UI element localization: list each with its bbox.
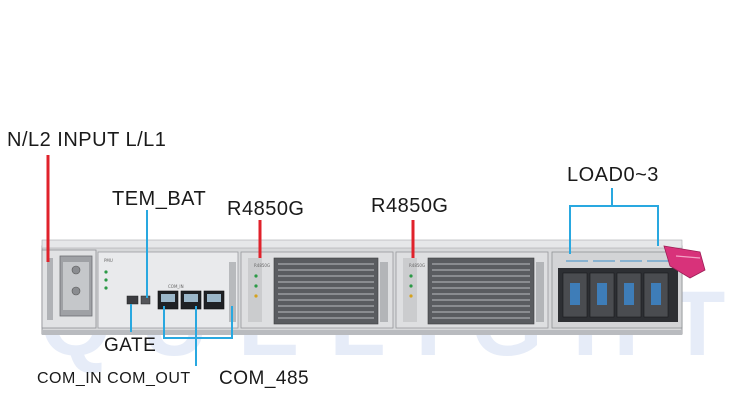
ac-input-module (41, 249, 97, 329)
rectifier-1-model-text: R4850G (254, 263, 271, 268)
com-in-port-text: COM_IN (168, 284, 184, 289)
rectifier-2-model-text: R4850G (409, 263, 426, 268)
handle (663, 245, 706, 279)
com-ports-label: COM_IN COM_OUT (37, 370, 191, 387)
load-bracket (569, 205, 659, 254)
load-label: LOAD0~3 (567, 164, 659, 186)
rectifier-2-label: R4850G (371, 195, 449, 217)
tem-bat-label: TEM_BAT (112, 188, 207, 210)
rectifier-1-label: R4850G (227, 198, 305, 220)
gate-label: GATE (104, 335, 157, 356)
rectifier-module-2 (395, 251, 549, 329)
load-breaker-module (551, 245, 706, 329)
rectifier-module-1 (240, 251, 394, 329)
monitor-module (97, 251, 239, 329)
com-bracket (163, 306, 233, 339)
monitor-model-text: PMU (104, 258, 113, 263)
input-label: N/L2 INPUT L/L1 (7, 129, 167, 151)
com-485-label: COM_485 (219, 368, 310, 389)
